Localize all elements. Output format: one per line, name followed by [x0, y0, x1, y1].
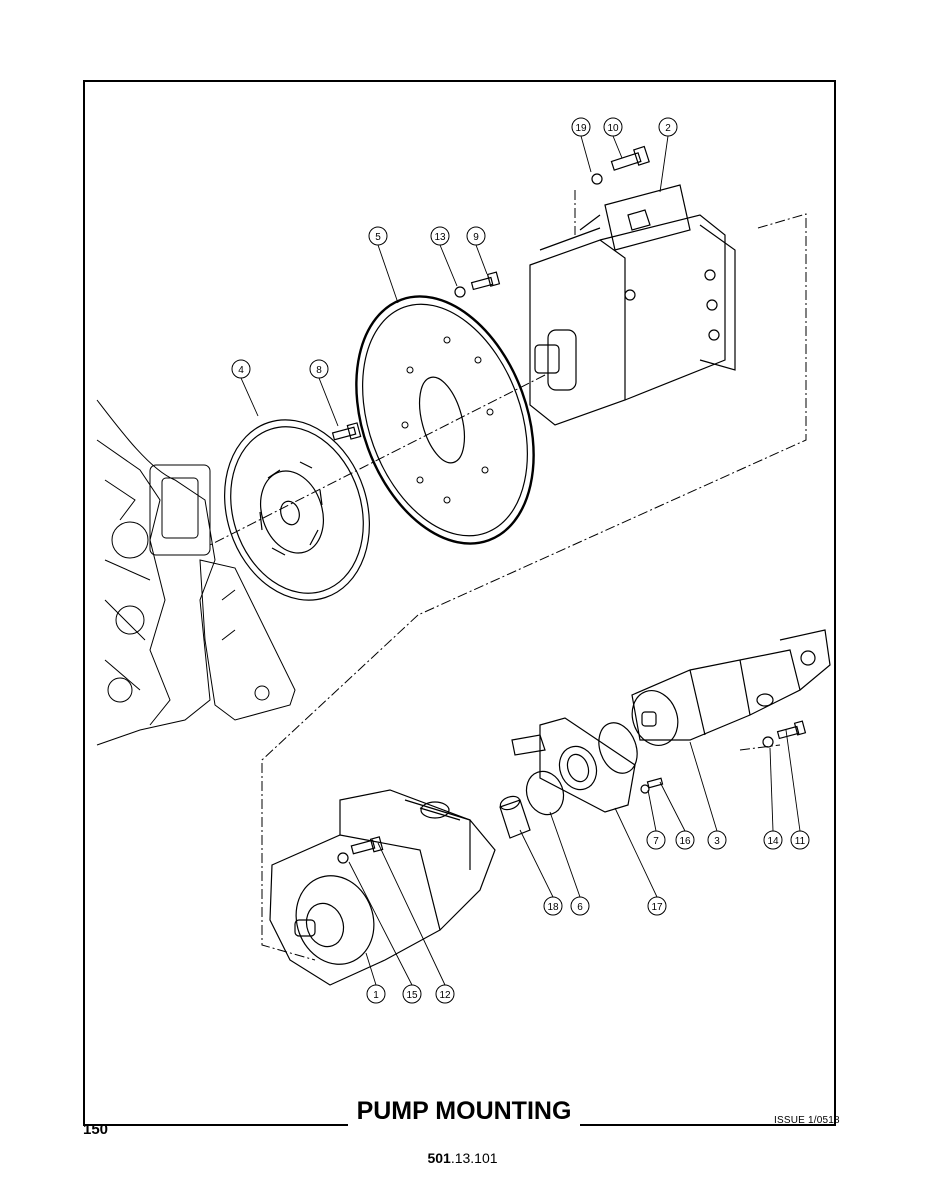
callout-10: 10 — [603, 117, 623, 137]
callout-4: 4 — [231, 359, 251, 379]
svg-text:3: 3 — [714, 836, 720, 847]
callout-8: 8 — [309, 359, 329, 379]
page-number: 150 — [83, 1121, 109, 1138]
bolt-11-washer-14 — [762, 720, 807, 748]
svg-text:12: 12 — [439, 990, 451, 1001]
document-number: 501.13.101 — [0, 1150, 925, 1166]
svg-text:7: 7 — [653, 836, 659, 847]
callout-3: 3 — [707, 830, 727, 850]
callout-18: 18 — [543, 896, 563, 916]
callout-15: 15 — [402, 984, 422, 1004]
callout-2: 2 — [658, 117, 678, 137]
bolt-9-washer-13 — [454, 271, 501, 298]
coupling-18 — [499, 795, 531, 839]
document-number-bold: 501 — [427, 1150, 451, 1166]
gear-pump — [631, 629, 831, 746]
issue-label: ISSUE 1/0518 — [774, 1115, 840, 1126]
callout-14: 14 — [763, 830, 783, 850]
o-ring-6 — [525, 770, 565, 816]
svg-text:15: 15 — [406, 990, 418, 1001]
svg-text:11: 11 — [795, 836, 806, 847]
bolt-7-washer-16 — [640, 777, 664, 794]
callout-5: 5 — [368, 226, 388, 246]
callouts: 19 10 2 5 13 9 4 8 1 15 12 18 6 17 7 16 … — [231, 117, 810, 1004]
svg-text:18: 18 — [547, 902, 559, 913]
bolt-10-washer-19 — [591, 145, 650, 185]
svg-text:5: 5 — [375, 232, 381, 243]
svg-text:13: 13 — [434, 232, 446, 243]
svg-text:10: 10 — [607, 123, 619, 134]
svg-text:17: 17 — [651, 902, 663, 913]
svg-text:2: 2 — [665, 123, 671, 134]
callout-1: 1 — [366, 984, 386, 1004]
callout-7: 7 — [646, 830, 666, 850]
main-pump — [529, 184, 736, 426]
svg-text:16: 16 — [679, 836, 691, 847]
adapter-plate — [355, 295, 535, 545]
page-title: PUMP MOUNTING — [348, 1095, 580, 1127]
svg-text:8: 8 — [316, 365, 322, 376]
callout-17: 17 — [647, 896, 667, 916]
bolt-8 — [331, 422, 362, 441]
svg-text:1: 1 — [373, 990, 379, 1001]
engine — [96, 399, 296, 746]
title-band: PUMP MOUNTING — [0, 1095, 925, 1129]
callout-12: 12 — [435, 984, 455, 1004]
document-number-rest: .13.101 — [450, 1150, 498, 1166]
svg-text:14: 14 — [767, 836, 779, 847]
callout-11: 11 — [790, 830, 810, 850]
callout-19: 19 — [571, 117, 591, 137]
bolt-12-washer-15 — [337, 836, 384, 864]
svg-text:9: 9 — [473, 232, 479, 243]
callout-16: 16 — [675, 830, 695, 850]
callout-6: 6 — [570, 896, 590, 916]
svg-text:4: 4 — [238, 365, 244, 376]
svg-text:6: 6 — [577, 902, 583, 913]
callout-13: 13 — [430, 226, 450, 246]
adapter-17 — [511, 717, 636, 813]
svg-text:19: 19 — [575, 123, 587, 134]
flex-plate — [224, 419, 370, 601]
lower-pump — [269, 789, 496, 986]
callout-9: 9 — [466, 226, 486, 246]
